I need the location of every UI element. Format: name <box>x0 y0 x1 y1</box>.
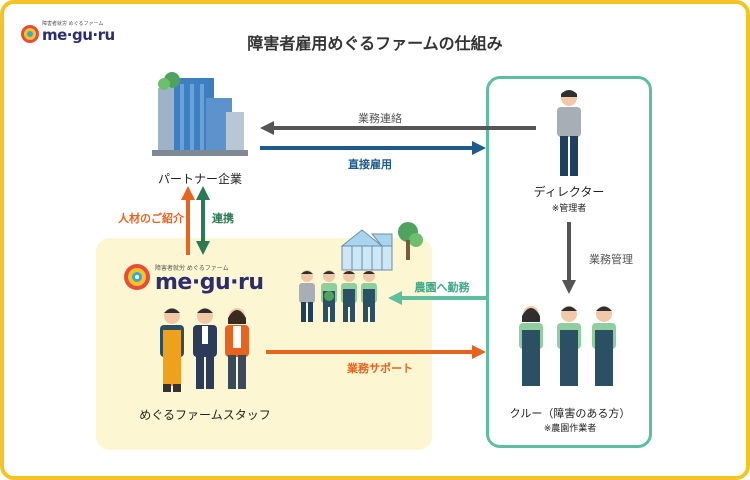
meguru-farm-area <box>96 238 432 450</box>
director-figure <box>557 90 581 176</box>
director-sub: ※管理者 <box>551 204 587 214</box>
farm-workers <box>299 270 377 322</box>
partner-label: パートナー企業 <box>157 172 242 186</box>
crew-sub: ※農園作業者 <box>543 424 597 434</box>
edge-direct-hire-label: 直接雇用 <box>348 158 392 171</box>
edge-support-label: 業務サポート <box>347 362 413 375</box>
arrow-coop-head-up <box>196 186 210 200</box>
arrow-coop-head-down <box>196 241 210 255</box>
edge-farm-work-label: 農園へ勤務 <box>414 281 470 294</box>
arrow-intro-head <box>181 186 195 200</box>
crew-label: クルー（障害のある方） <box>509 407 631 420</box>
building-icon <box>152 72 248 156</box>
director-label: ディレクター <box>533 185 605 199</box>
edge-coop-label: 連携 <box>212 212 234 225</box>
logo-mid-icon <box>124 264 150 290</box>
edge-mgmt-label: 業務管理 <box>589 253 633 266</box>
staff-label: めぐるファームスタッフ <box>139 408 271 422</box>
edge-contact-label: 業務連絡 <box>358 112 402 125</box>
arrow-mgmt-head <box>562 280 576 294</box>
arrow-contact-head <box>260 121 274 135</box>
logo-top-icon <box>21 25 39 43</box>
logo-mid-tagline: 障害者就労 めぐるファーム <box>155 265 229 272</box>
logo-mid-wordmark: me·gu·ru <box>155 270 264 295</box>
arrow-farm-work-head <box>388 291 402 305</box>
greenhouse-icon <box>340 222 423 271</box>
staff-figures <box>160 308 249 392</box>
arrow-support-head <box>472 345 486 359</box>
logo-top-wordmark: me·gu·ru <box>42 26 115 44</box>
logo-top-tagline: 障害者就労 めぐるファーム <box>42 21 104 27</box>
edge-intro-label: 人材のご紹介 <box>118 212 184 225</box>
page-title: 障害者雇用めぐるファームの仕組み <box>247 34 503 53</box>
arrow-direct-hire-head <box>472 141 486 155</box>
crew-figures <box>519 306 616 386</box>
